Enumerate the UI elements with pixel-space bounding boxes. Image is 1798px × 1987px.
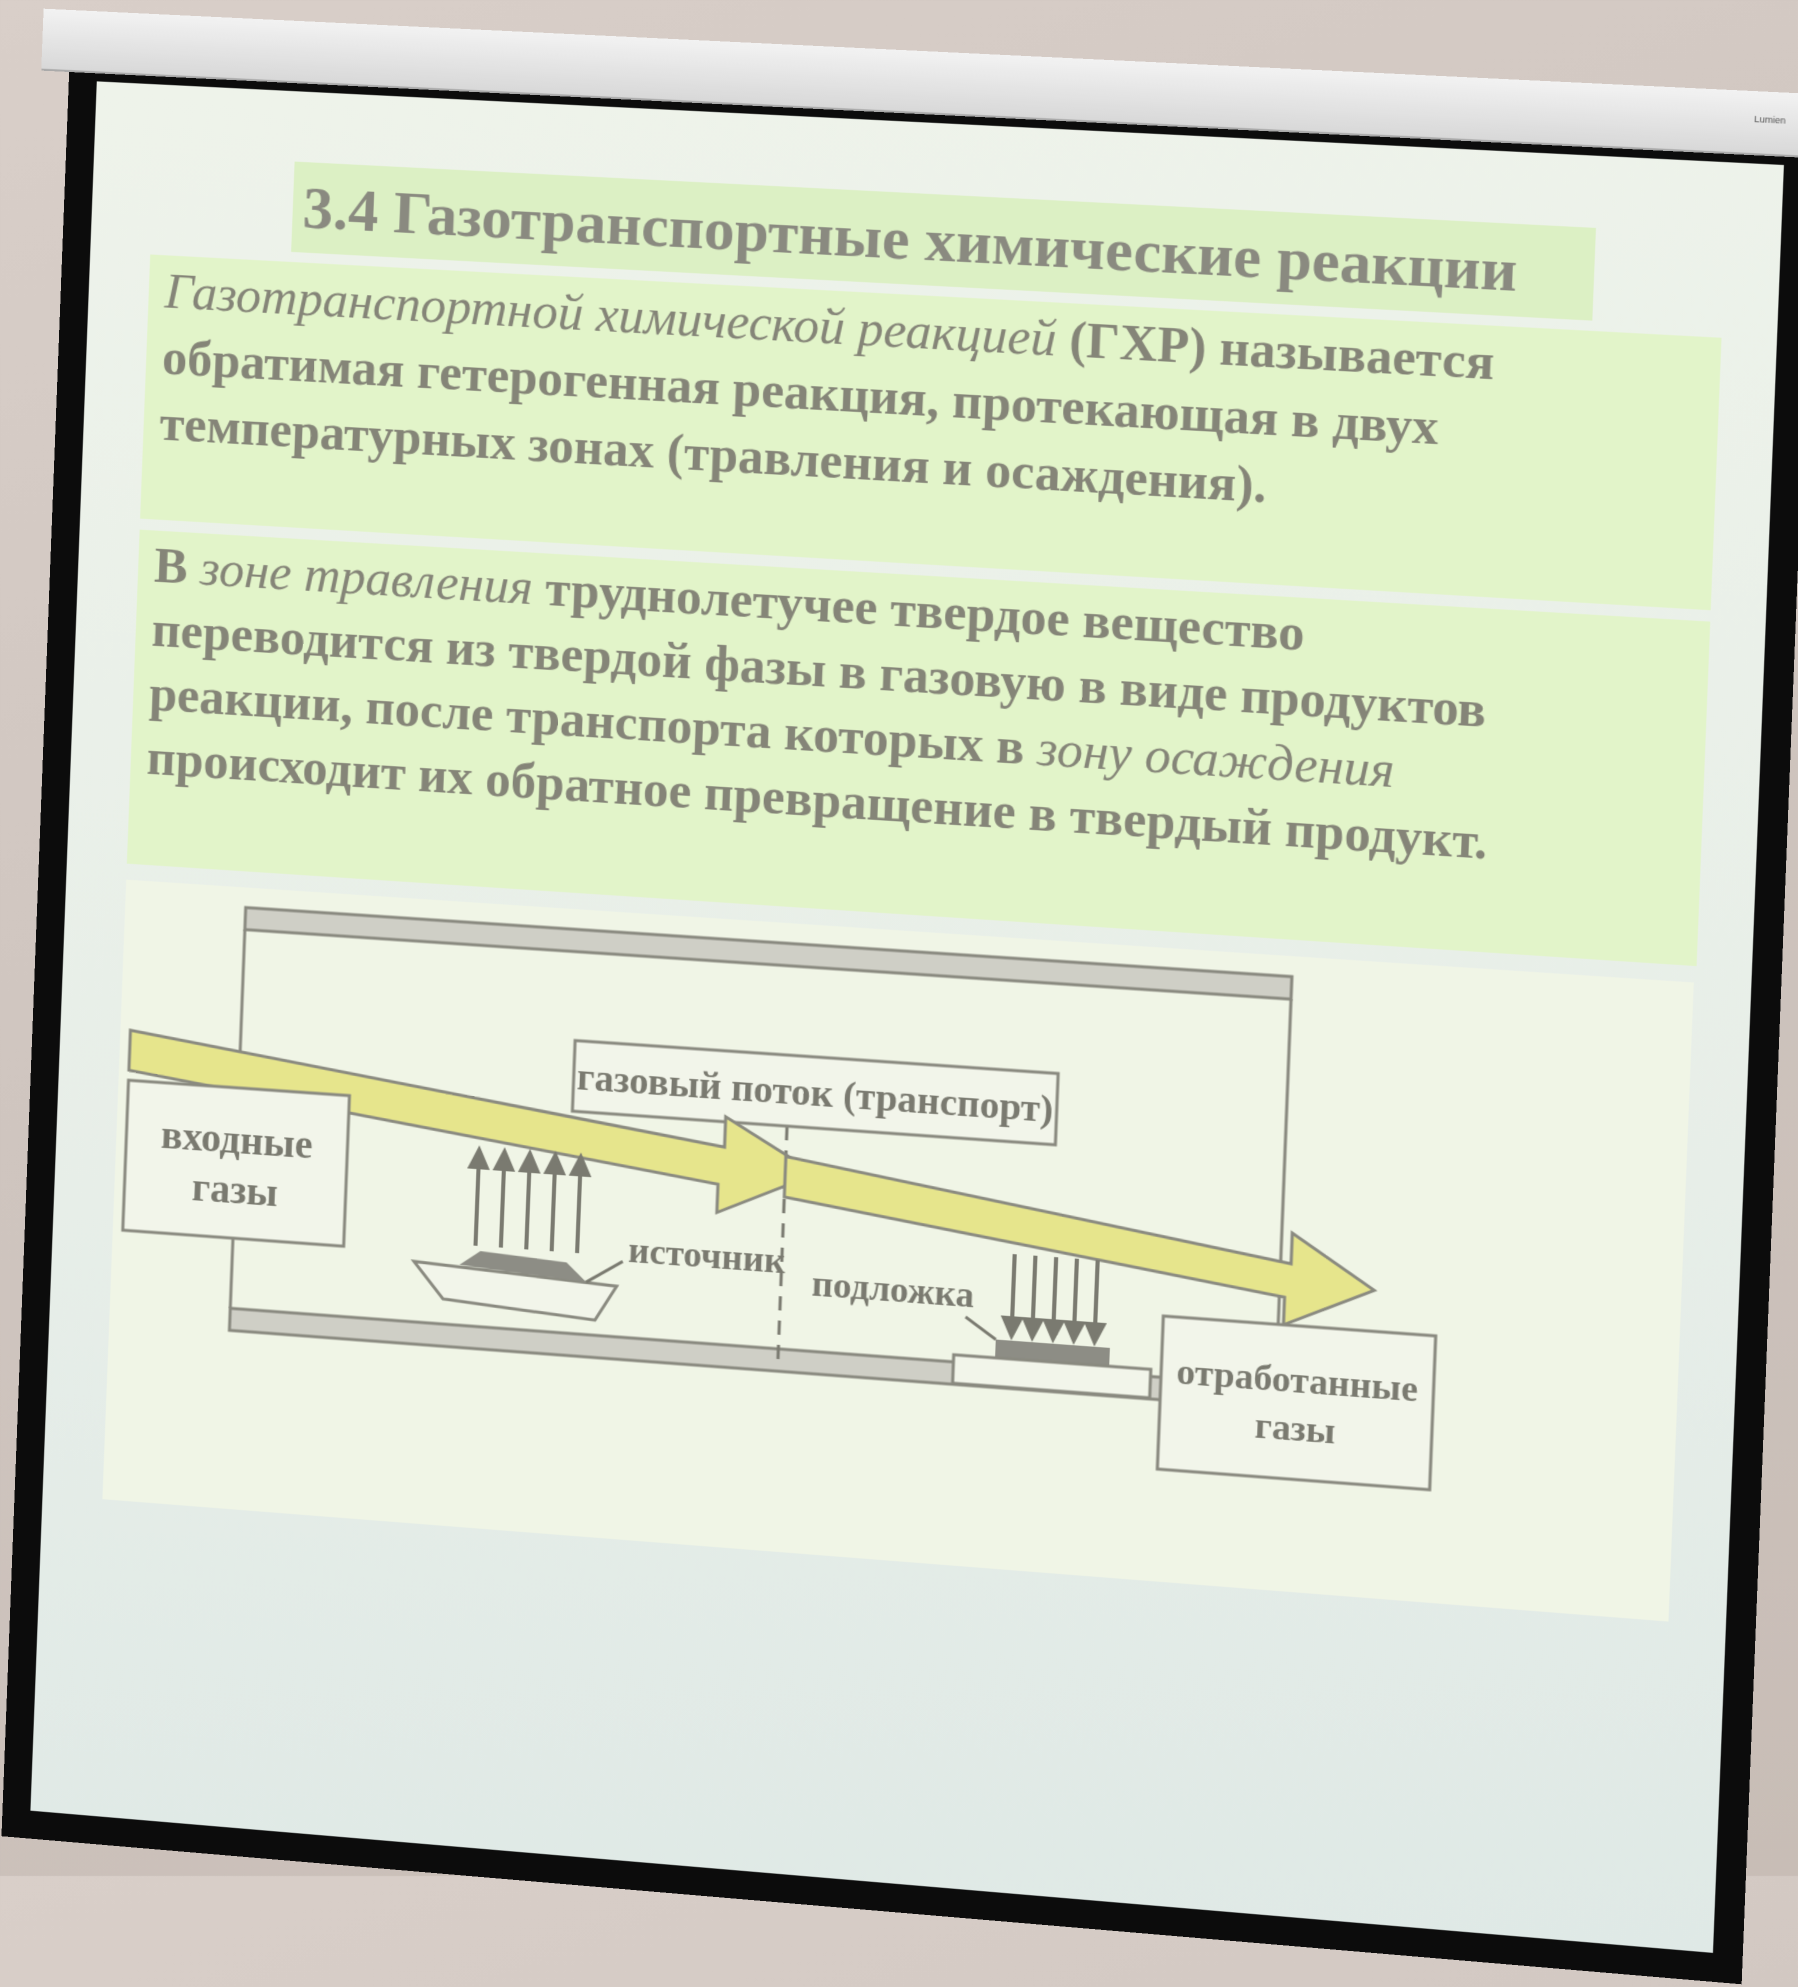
substrate-plate: [953, 1355, 1151, 1398]
gas-flow-arrow-1: [125, 1030, 820, 1219]
reactor-diagram-svg: газовый поток (транспорт) входные газы: [102, 880, 1693, 1622]
reactor-top-wall: [245, 908, 1292, 1000]
source-label: источник: [628, 1229, 787, 1281]
substrate-label: подложка: [811, 1263, 975, 1315]
housing-brand-label: Lumien: [1753, 113, 1786, 126]
evaporation-arrows: [467, 1150, 589, 1254]
reactor-bottom-wall: [229, 1308, 1275, 1408]
inlet-label-line-2: газы: [191, 1164, 279, 1215]
zones-line-1-lead: В: [153, 536, 202, 596]
reactor-diagram: газовый поток (транспорт) входные газы: [102, 879, 1694, 1622]
source-pointer: [586, 1259, 623, 1285]
outlet-box: [1157, 1316, 1435, 1490]
inlet-box: [123, 1080, 350, 1246]
substrate-pointer: [965, 1317, 997, 1340]
photo-scene: Lumien 3.4 Газотранспортные химические р…: [1, 8, 1798, 1985]
slide: 3.4 Газотранспортные химические реакции …: [72, 143, 1728, 1907]
gas-flow-arrow-2: [781, 1157, 1378, 1332]
inlet-label-line-1: входные: [160, 1112, 314, 1168]
gas-flow-label-box: [572, 1041, 1058, 1145]
screen-surface: 3.4 Газотранспортные химические реакции …: [30, 81, 1784, 1953]
deposition-arrows: [1003, 1254, 1106, 1343]
outlet-label-line-2: газы: [1254, 1405, 1336, 1452]
projection-screen: Lumien 3.4 Газотранспортные химические р…: [1, 8, 1798, 1985]
